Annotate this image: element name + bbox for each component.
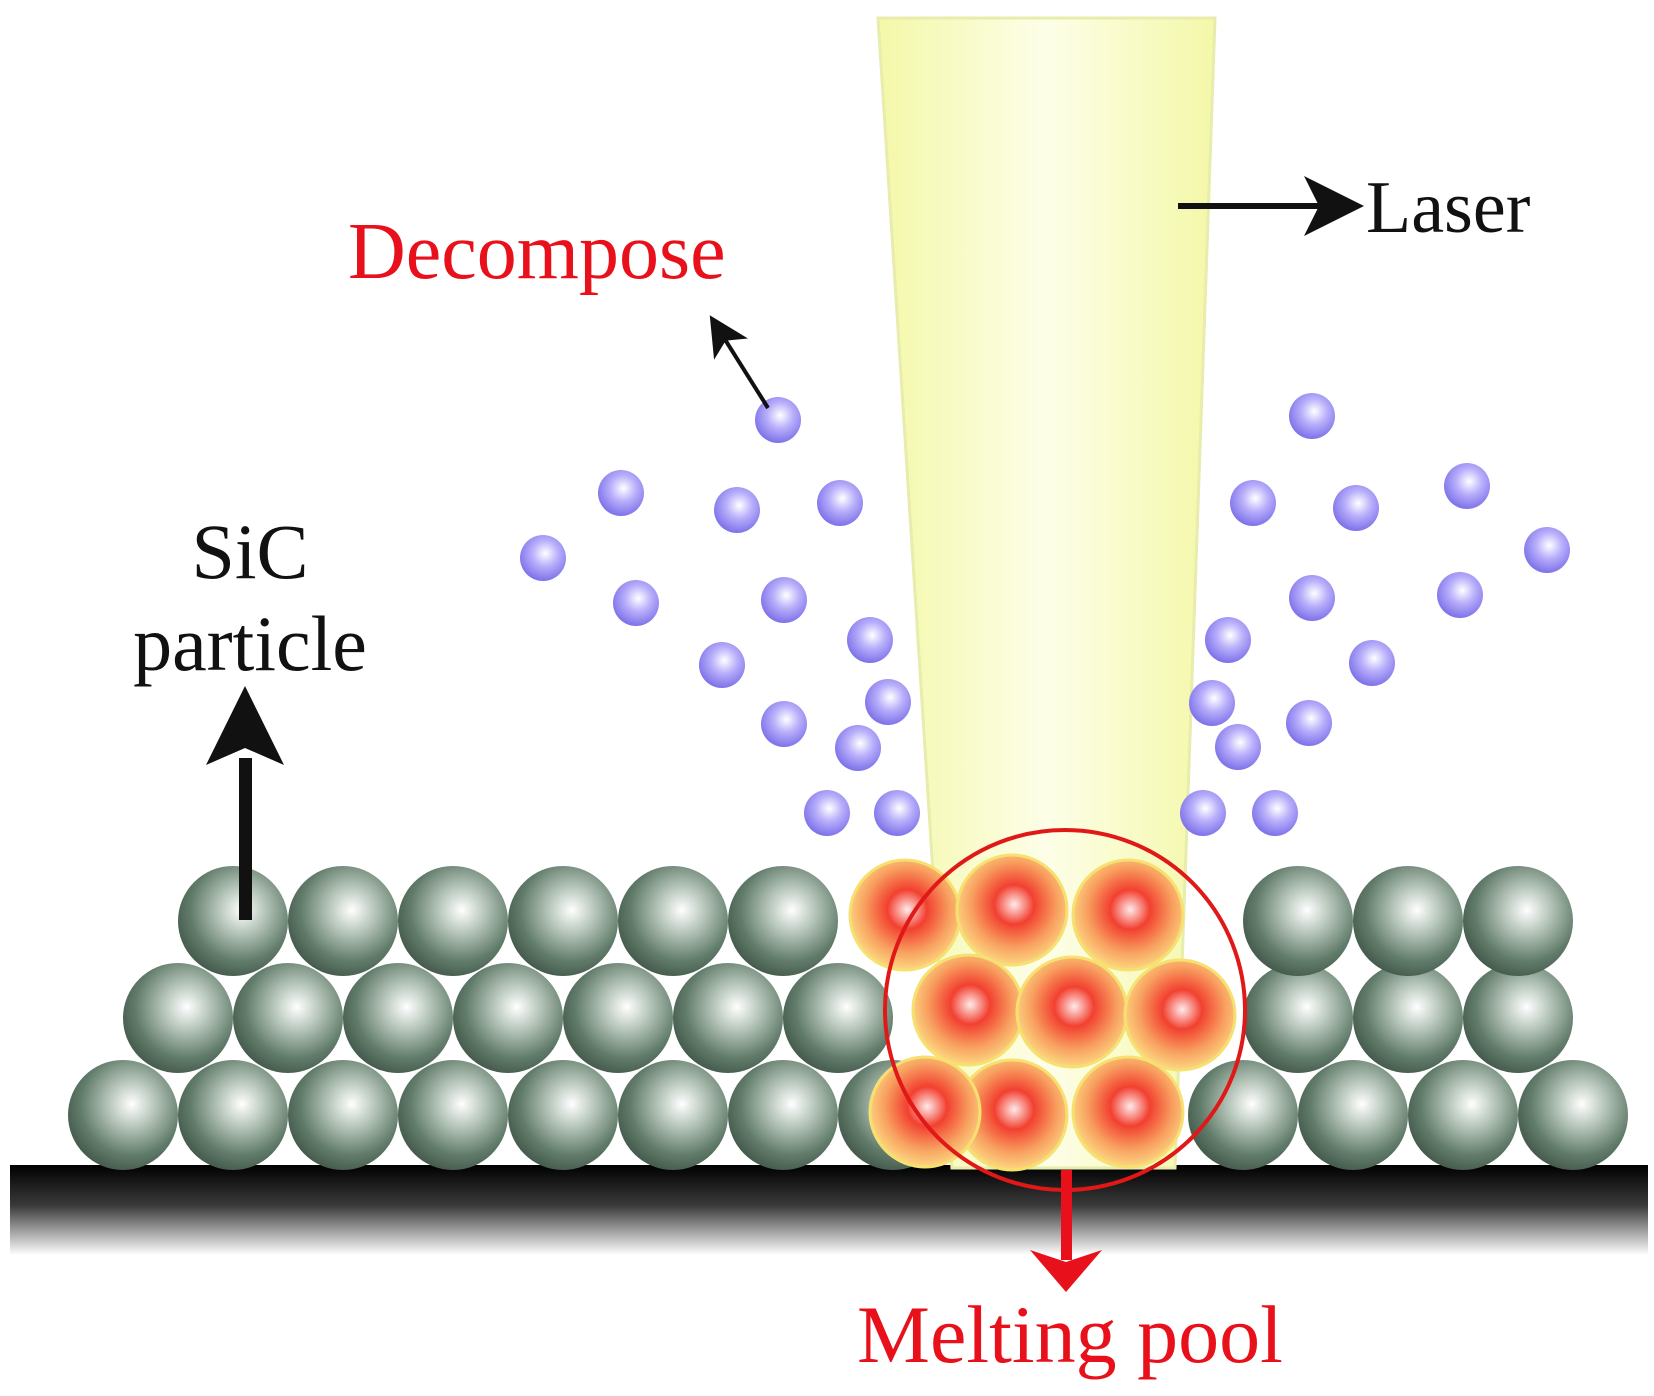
decomposed-particle — [714, 487, 760, 533]
decomposed-particle — [817, 480, 863, 526]
melted-particle — [955, 853, 1069, 967]
decomposed-particle — [613, 580, 659, 626]
sic-particle — [288, 866, 398, 976]
sic-particle — [343, 963, 453, 1073]
sic-particle — [398, 1060, 508, 1170]
decomposed-particle — [1252, 790, 1298, 836]
sic-particle-layer — [68, 866, 1628, 1170]
melting-pool-arrow — [1030, 1170, 1102, 1292]
sic-particle — [1463, 866, 1573, 976]
sic-particle — [783, 963, 893, 1073]
decomposed-particle — [874, 790, 920, 836]
sic-particle — [618, 1060, 728, 1170]
sic-particle — [123, 963, 233, 1073]
melted-particle — [911, 953, 1025, 1067]
decomposed-particle — [1286, 700, 1332, 746]
decomposed-particle — [761, 577, 807, 623]
decompose-arrow — [709, 315, 770, 410]
decomposed-particle — [761, 701, 807, 747]
sic-particle — [728, 866, 838, 976]
sic-particle — [1243, 963, 1353, 1073]
sic-particle — [673, 963, 783, 1073]
sic-particle — [563, 963, 673, 1073]
decomposed-particle — [1444, 463, 1490, 509]
decomposed-particle — [598, 470, 644, 516]
decomposed-particle — [1524, 527, 1570, 573]
sic-particle — [1188, 1060, 1298, 1170]
melted-particle — [1071, 858, 1185, 972]
sic-particle — [178, 1060, 288, 1170]
sic-particle — [398, 866, 508, 976]
sic-particle — [618, 866, 728, 976]
sic-particle — [178, 866, 288, 976]
sic-particle — [1353, 866, 1463, 976]
laser-label: Laser — [1366, 167, 1530, 249]
decomposed-particle — [1333, 485, 1379, 531]
melted-particle — [1071, 1055, 1185, 1169]
substrate — [10, 1165, 1648, 1255]
decomposed-particle — [804, 790, 850, 836]
melted-particle — [1123, 958, 1237, 1072]
decomposed-particle — [1205, 617, 1251, 663]
decomposed-particle — [1437, 572, 1483, 618]
sic-particle — [728, 1060, 838, 1170]
sic-label-line1: SiC — [191, 508, 308, 595]
decomposed-particle — [1215, 724, 1261, 770]
sic-particle — [288, 1060, 398, 1170]
decompose-label: Decompose — [348, 208, 726, 296]
melting-pool-label: Melting pool — [857, 1289, 1283, 1380]
decomposed-particle — [865, 679, 911, 725]
sic-particle — [1518, 1060, 1628, 1170]
sic-particle-arrow — [206, 686, 284, 920]
decomposed-particle — [1230, 480, 1276, 526]
decomposed-particle — [755, 397, 801, 443]
decomposed-particle — [847, 617, 893, 663]
sic-particle — [1463, 963, 1573, 1073]
decomposed-particle — [520, 535, 566, 581]
decomposed-particle — [1289, 393, 1335, 439]
decomposed-particle — [699, 642, 745, 688]
sic-label-line2: particle — [133, 600, 367, 687]
sic-particle — [508, 866, 618, 976]
sic-particle — [1408, 1060, 1518, 1170]
decomposed-particle — [1349, 640, 1395, 686]
sic-particle — [1353, 963, 1463, 1073]
melted-particle — [868, 1055, 982, 1169]
melted-particle — [1015, 955, 1129, 1069]
sic-particle — [1298, 1060, 1408, 1170]
decomposed-particle — [1180, 790, 1226, 836]
decomposed-particle — [1289, 575, 1335, 621]
decomposed-particle — [835, 725, 881, 771]
sic-particle — [453, 963, 563, 1073]
sic-particle — [1243, 866, 1353, 976]
decomposed-particle — [1189, 680, 1235, 726]
melted-particles — [848, 853, 1237, 1172]
sic-particle — [233, 963, 343, 1073]
sic-particle — [68, 1060, 178, 1170]
sic-particle — [508, 1060, 618, 1170]
decomposed-particles — [520, 393, 1570, 836]
